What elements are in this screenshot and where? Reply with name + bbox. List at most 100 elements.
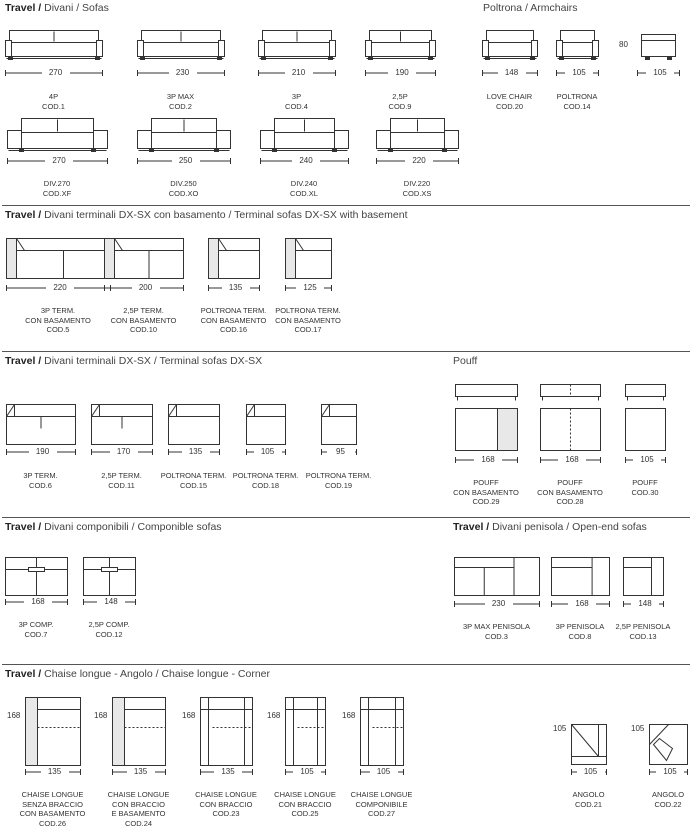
product-code: COD.9 <box>388 101 412 111</box>
width-dimension: 105 <box>369 767 398 776</box>
product-code: COD.XF <box>42 188 72 198</box>
section-title-terminal: Travel / Divani terminali DX-SX / Termin… <box>5 355 263 367</box>
section-title-pouff: Pouff <box>453 355 478 367</box>
width-dimension: 190 <box>388 68 416 77</box>
product-code: COD.14 <box>563 101 591 111</box>
ang2-drawing <box>649 724 688 765</box>
product-code: COD.2 <box>169 101 192 111</box>
div-drawing <box>137 118 231 152</box>
product-caption: 2,5P COMP.COD.12 <box>64 620 154 639</box>
width-dimension: 135 <box>214 767 242 776</box>
width-dimension: 230 <box>168 68 197 77</box>
product-caption: 2,5P TERM.COD.11 <box>77 471 167 490</box>
width-dimension: 220 <box>405 156 433 165</box>
product-name: DIV.250 <box>170 179 197 188</box>
width-dimension: 148 <box>97 597 125 606</box>
term-drawing <box>246 404 286 445</box>
width-dimension: 105 <box>576 767 605 776</box>
product-name: CHAISE LONGUE <box>107 790 170 799</box>
pen2-drawing <box>551 557 610 596</box>
width-dimension: 105 <box>293 767 321 776</box>
termB-drawing <box>285 238 332 279</box>
section-divider <box>2 205 690 206</box>
width-dimension: 105 <box>253 447 282 456</box>
product-name: CON BASAMENTO <box>25 315 91 325</box>
product-name: CHAISE LONGUE <box>21 790 84 799</box>
product-name: POLTRONA TERM. <box>275 306 341 315</box>
width-dimension: 210 <box>284 68 313 77</box>
sofa-drawing <box>5 30 103 60</box>
product-name: POUFF <box>473 478 499 487</box>
side-drawing <box>641 34 676 60</box>
product-name: 2,5P PENISOLA <box>615 622 671 631</box>
term-drawing <box>168 404 220 445</box>
product-code: COD.XO <box>168 188 199 198</box>
arm-drawing <box>482 30 538 60</box>
width-dimension: 170 <box>109 447 138 456</box>
product-caption: POLTRONA TERM.COD.18 <box>221 471 311 490</box>
product-name: 3P COMP. <box>18 620 54 629</box>
product-name: 4P <box>48 92 59 101</box>
product-name: LOVE CHAIR <box>486 92 533 101</box>
product-name: 3P TERM. <box>40 306 76 315</box>
product-name: CON BRACCIO <box>199 799 253 809</box>
width-dimension: 105 <box>656 767 684 776</box>
height-dimension: 168 <box>342 711 356 720</box>
sofa-drawing <box>258 30 336 60</box>
product-name: POUFF <box>632 478 658 487</box>
chC-drawing <box>360 697 404 766</box>
width-dimension: 200 <box>131 283 160 292</box>
product-name: 2,5P TERM. <box>101 471 142 480</box>
product-code: COD.28 <box>556 497 584 506</box>
product-name: POLTRONA TERM. <box>160 471 227 480</box>
product-name: CON BASAMENTO <box>537 487 603 497</box>
product-code: COD.XS <box>402 188 432 198</box>
product-code: COD.25 <box>291 809 319 818</box>
product-name: 3P MAX <box>166 92 195 101</box>
product-name: DIV.240 <box>290 179 318 188</box>
product-name: 2,5P <box>392 92 408 101</box>
pouff-drawing <box>540 384 601 451</box>
div-drawing <box>376 118 459 152</box>
product-name: POLTRONA TERM. <box>200 306 267 315</box>
product-code: COD.4 <box>285 101 308 111</box>
product-code: COD.26 <box>38 818 67 828</box>
height-dimension: 105 <box>631 724 645 733</box>
pen-drawing <box>454 557 540 596</box>
product-name: 3P TERM. <box>23 471 58 480</box>
width-dimension: 148 <box>497 68 526 77</box>
section-title-componible: Travel / Divani componibili / Componible… <box>5 521 222 533</box>
product-code: COD.17 <box>294 325 322 334</box>
section-divider <box>2 351 690 352</box>
ch-drawing <box>200 697 253 766</box>
product-code: COD.16 <box>219 325 248 334</box>
product-code: COD.7 <box>24 629 48 639</box>
term-drawing <box>91 404 153 445</box>
comp-drawing <box>5 557 68 596</box>
product-code: COD.11 <box>108 480 135 490</box>
product-caption: POLTRONA TERM.COD.15 <box>149 471 239 490</box>
width-dimension: 270 <box>45 156 73 165</box>
width-dimension: 135 <box>126 767 155 776</box>
height-dimension: 168 <box>182 711 196 720</box>
termB-drawing <box>208 238 260 279</box>
product-code: COD.22 <box>654 799 682 809</box>
width-dimension: 105 <box>633 455 661 464</box>
div-drawing <box>7 118 108 152</box>
term-drawing <box>321 404 357 445</box>
product-name: CON BASAMENTO <box>200 315 267 325</box>
arm-drawing <box>556 30 599 60</box>
